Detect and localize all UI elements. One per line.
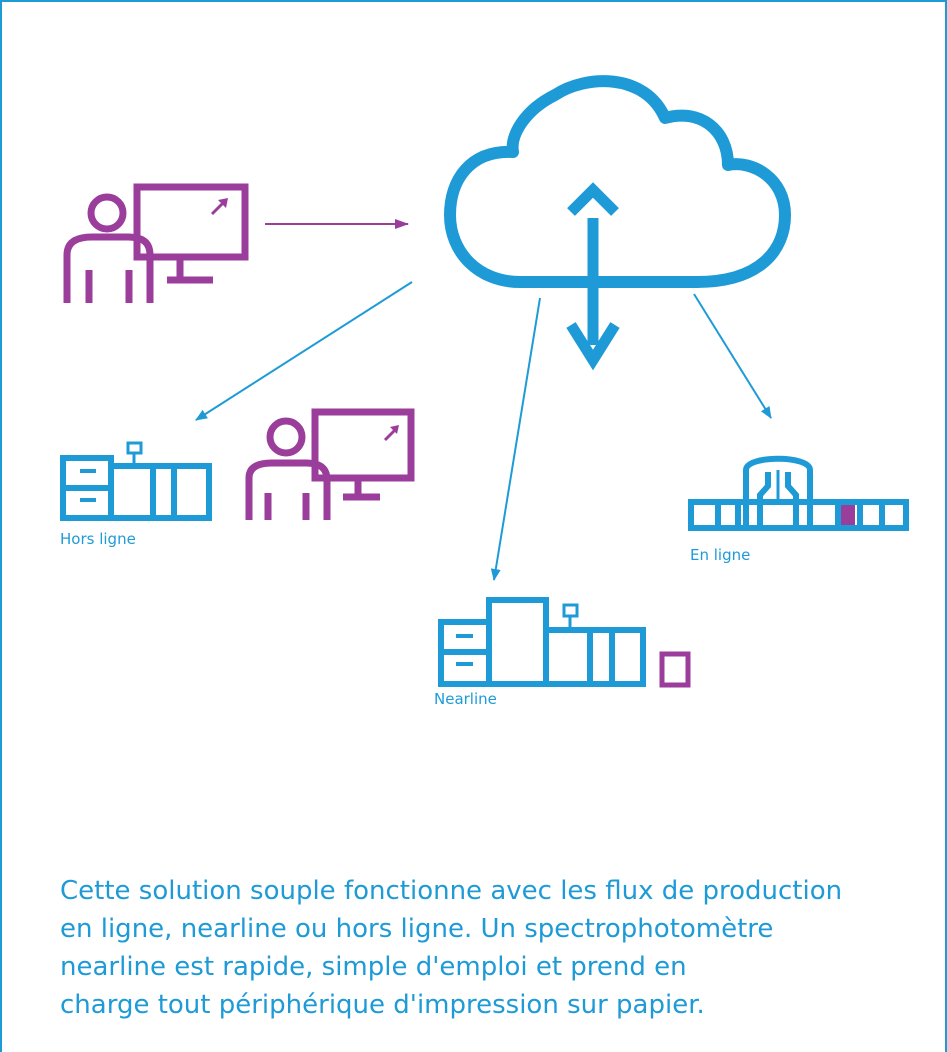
printer-icon — [60, 441, 212, 521]
description-line: Cette solution souple fonctionne avec le… — [60, 876, 843, 906]
offline-label: Hors ligne — [60, 530, 136, 548]
arrow-cloud-to-inline — [693, 293, 772, 419]
description-line: charge tout périphérique d'impression su… — [60, 990, 705, 1020]
printer-icon — [438, 597, 646, 687]
arrow-cloud-to-offline — [195, 281, 413, 421]
description-text: Cette solution souple fonctionne avec le… — [60, 872, 920, 1024]
inline-press-purple-module — [841, 505, 855, 525]
inline-label: En ligne — [690, 546, 751, 564]
nearline-label: Nearline — [434, 690, 497, 708]
inline-press-icon — [688, 455, 909, 531]
user-workstation-icon — [245, 408, 415, 520]
description-line: en ligne, nearline ou hors ligne. Un spe… — [60, 914, 774, 944]
user-workstation-icon — [63, 183, 249, 303]
description-line: nearline est rapide, simple d'emploi et … — [60, 952, 687, 982]
bidirectional-arrow-icon — [566, 182, 620, 371]
arrow-cloud-to-nearline — [490, 297, 541, 581]
spectrophotometer-icon — [659, 651, 691, 688]
cloud-icon — [444, 75, 791, 288]
